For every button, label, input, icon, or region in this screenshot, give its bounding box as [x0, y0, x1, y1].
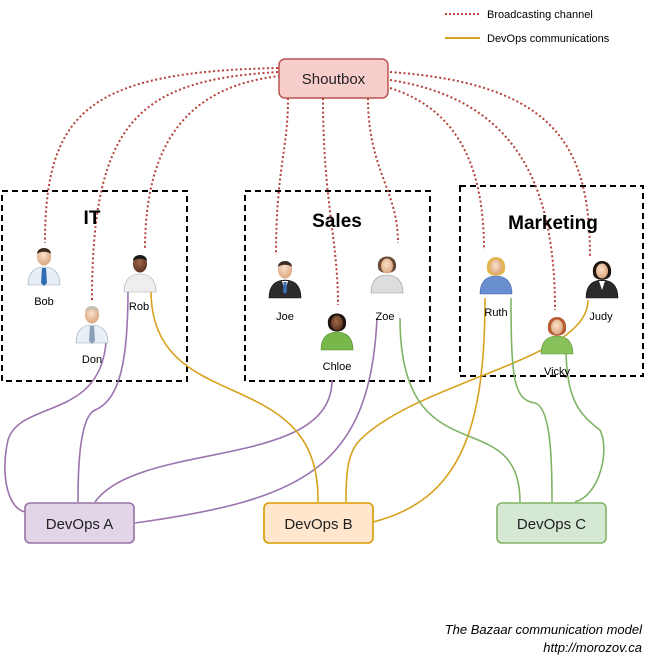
person-icon-zoe: [370, 256, 404, 294]
devops-a-line-don: [4, 341, 107, 513]
broadcast-line-vicky: [389, 79, 556, 311]
person-name-zoe: Zoe: [376, 311, 395, 323]
legend: Broadcasting channel DevOps communicatio…: [445, 9, 610, 45]
devops-a-label: DevOps A: [46, 516, 114, 533]
devops-b-connections: [150, 289, 589, 523]
shoutbox-box: [278, 58, 389, 99]
devops-a-box: [24, 502, 135, 544]
person-name-bob: Bob: [34, 296, 54, 308]
devops-a-line-chloe: [94, 379, 333, 503]
broadcast-line-ruth: [389, 87, 485, 251]
devops-b-line-rob: [150, 289, 319, 503]
devops-legend-label: DevOps communications: [487, 33, 610, 45]
devops-b-line-judy: [345, 299, 589, 503]
person-icon-judy: [585, 261, 619, 299]
shoutbox-node: Shoutbox: [278, 58, 389, 99]
sales-group-title: Sales: [312, 211, 362, 232]
person-name-joe: Joe: [276, 311, 294, 323]
person-name-rob: Rob: [129, 301, 149, 313]
marketing-group-title: Marketing: [508, 213, 598, 234]
marketing-group-box: [459, 185, 644, 377]
devops-c-node: DevOps C: [496, 502, 607, 544]
broadcast-legend-label: Broadcasting channel: [487, 9, 593, 21]
person-name-judy: Judy: [589, 311, 613, 323]
person-icon-bob: [27, 248, 61, 286]
devops-c-connections: [399, 297, 605, 503]
person-icon-don: [75, 306, 109, 344]
sales-group-box: [244, 190, 431, 382]
devops-b-box: [263, 502, 374, 544]
caption-title: The Bazaar communication model: [444, 622, 642, 637]
devops-c-label: DevOps C: [517, 516, 586, 533]
broadcast-line-don: [91, 71, 279, 301]
devops-b-node: DevOps B: [263, 502, 374, 544]
person-icon-chloe: [320, 313, 354, 351]
broadcast-line-rob: [144, 75, 281, 251]
person-name-don: Don: [82, 354, 102, 366]
broadcast-line-bob: [44, 67, 279, 244]
it-group-box: [1, 190, 188, 382]
person-name-ruth: Ruth: [484, 307, 507, 319]
person-icon-vicky: [540, 317, 574, 355]
devops-c-line-zoe: [399, 317, 521, 503]
devops-b-label: DevOps B: [284, 516, 352, 533]
shoutbox-label: Shoutbox: [302, 71, 366, 88]
person-icon-rob: [123, 255, 157, 293]
broadcast-connections: [44, 67, 591, 311]
devops-a-connections: [4, 289, 378, 524]
person-icon-joe: [268, 261, 302, 299]
devops-a-node: DevOps A: [24, 502, 135, 544]
broadcast-line-zoe: [367, 97, 399, 244]
broadcast-line-joe: [275, 97, 289, 256]
person-name-vicky: Vicky: [544, 366, 571, 378]
devops-b-line-ruth: [372, 297, 486, 523]
devops-c-line-ruth: [510, 297, 553, 503]
devops-c-box: [496, 502, 607, 544]
caption-url: http://morozov.ca: [543, 640, 642, 655]
broadcast-line-chloe: [322, 97, 339, 306]
devops-c-line-vicky: [565, 347, 605, 503]
broadcast-line-judy: [389, 71, 591, 259]
person-icon-ruth: [479, 257, 513, 295]
person-name-chloe: Chloe: [323, 361, 352, 373]
devops-a-line-rob: [77, 289, 129, 503]
it-group-title: IT: [84, 208, 101, 229]
